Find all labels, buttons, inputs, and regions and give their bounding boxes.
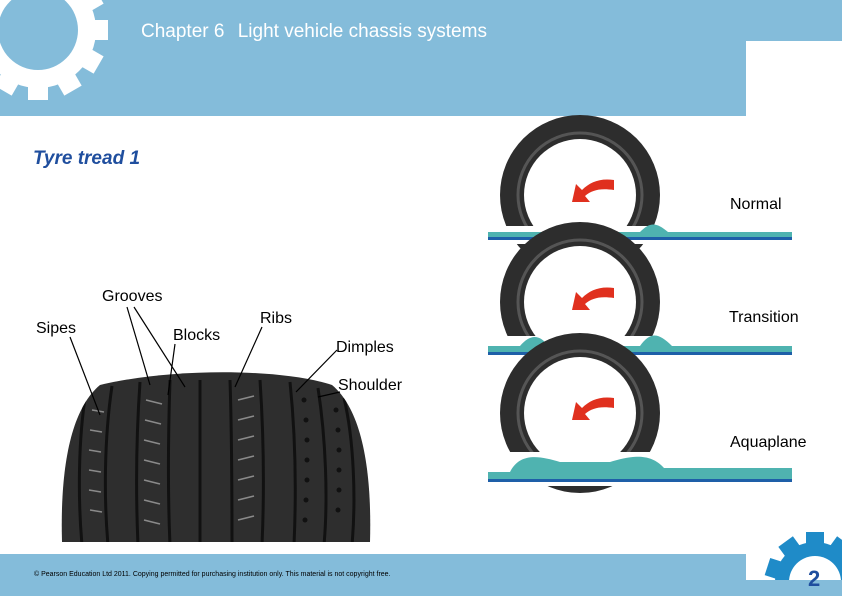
copyright-notice: © Pearson Education Ltd 2011. Copying pe… (34, 571, 391, 578)
label-sipes: Sipes (36, 320, 77, 337)
label-ribs: Ribs (260, 310, 293, 327)
label-aquaplane: Aquaplane (730, 434, 807, 451)
slide-title: Tyre tread 1 (33, 148, 141, 169)
chapter-number: Chapter 6 (141, 21, 225, 42)
footer-band: © Pearson Education Ltd 2011. Copying pe… (0, 554, 746, 596)
label-grooves: Grooves (102, 288, 163, 305)
chapter-title: Chapter 6 Light vehicle chassis systems (141, 21, 487, 43)
tread-block-image (61, 372, 371, 542)
label-transition: Transition (729, 309, 799, 326)
label-shoulder: Shoulder (338, 377, 403, 394)
header-stripe (746, 0, 842, 41)
label-blocks: Blocks (173, 327, 221, 344)
gear-icon (0, 0, 108, 100)
chapter-header: Chapter 6 Light vehicle chassis systems (0, 0, 746, 116)
page-number: 2 (808, 566, 821, 591)
chapter-name: Light vehicle chassis systems (237, 21, 487, 42)
label-normal: Normal (730, 196, 782, 213)
label-dimples: Dimples (336, 339, 394, 356)
tread-leader-lines (69, 306, 341, 416)
tyre-aquaplane-image (488, 333, 792, 493)
footer-stripe (746, 580, 842, 596)
